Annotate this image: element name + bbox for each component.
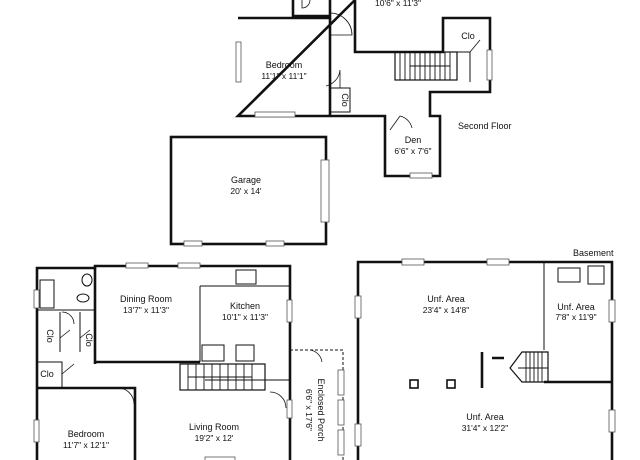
bedroom-1f-dim: 11'7" x 12'1" (63, 440, 109, 450)
clo-door-swing (325, 69, 341, 88)
porch-window-c (337, 429, 345, 456)
toilet (81, 273, 93, 287)
dining-name: Dining Room (120, 294, 172, 304)
basement-window-f (608, 409, 616, 433)
porch-name: Enclosed Porch (316, 378, 326, 441)
basement-stairs (509, 351, 549, 383)
top-left-wall (291, 0, 330, 18)
bedroom-window-west (235, 41, 242, 83)
clo-1f-b-label: Clo (84, 333, 94, 347)
bedroom-1f-door (117, 387, 135, 405)
clo-2f-b-label: Clo (340, 93, 350, 107)
closet-window (486, 49, 493, 81)
clo-1f-a-label: Clo (45, 329, 55, 343)
den-door-swing (389, 115, 413, 131)
basement-partition (480, 352, 504, 388)
bath-window (33, 289, 40, 309)
kitchen-dim: 10'1" x 11'3" (222, 312, 268, 322)
den-window (409, 172, 433, 179)
bathtub (39, 279, 55, 309)
closet-door-swing (469, 39, 481, 53)
dining-dim: 13'7" x 11'3" (123, 305, 169, 315)
living-name: Living Room (189, 422, 239, 432)
clo-2f-a-label: Clo (461, 31, 475, 41)
unf3-name: Unf. Area (466, 412, 504, 422)
kitchen-window (286, 299, 293, 323)
second-floor-walls (234, 0, 492, 178)
garage-door (320, 159, 330, 223)
unf3-dim: 31'4" x 12'2" (462, 423, 509, 433)
bedroom-window-south (254, 111, 296, 118)
garage-window-b (265, 240, 285, 247)
column-b (446, 379, 456, 389)
living-door (269, 391, 287, 409)
dining-window (125, 262, 149, 269)
unf1-dim: 23'4" x 14'8" (423, 305, 470, 315)
clo-ab-walls (59, 312, 81, 352)
kitchen-name: Kitchen (230, 301, 260, 311)
porch-dim: 6'6" x 17'6" (304, 389, 314, 431)
den-name: Den (405, 135, 422, 145)
column-a (409, 379, 419, 389)
first-floor: Dining Room 13'7" x 11'3" Kitchen 10'1" … (33, 262, 345, 460)
second-floor: Bedroom 11'1" x 11'1" 10'6" x 11'3" Clo … (234, 0, 512, 179)
basement-walls (356, 260, 614, 460)
basement: Basement Unf. Area 23'4" x 14'8" Unf. Ar… (354, 248, 616, 460)
garage-dim: 20' x 14' (230, 186, 262, 196)
bedroom-1f-walls (37, 386, 137, 460)
living-window (286, 399, 293, 419)
first-floor-stairs (179, 363, 266, 391)
basement-window-b (486, 258, 510, 266)
basement-window-c (354, 295, 362, 319)
kitchen-sink (235, 269, 257, 285)
garage-name: Garage (231, 175, 261, 185)
porch-window-b (337, 399, 345, 426)
dining-window-b (177, 262, 201, 269)
sink (76, 293, 90, 303)
basement-window-e (608, 299, 616, 323)
unf1-name: Unf. Area (427, 294, 465, 304)
bedroom-1f-window (33, 419, 40, 443)
utility-sink (557, 267, 581, 283)
porch-door (309, 349, 323, 363)
bedroom-2f-name: Bedroom (266, 60, 303, 70)
basement-window-a (401, 258, 425, 266)
basement-window-d (354, 423, 362, 447)
living-dim: 19'2" x 12' (195, 433, 234, 443)
garage-window-a (183, 240, 203, 247)
unf2-dim: 7'8" x 11'9" (555, 312, 596, 322)
second-floor-stairs (394, 51, 458, 81)
bath-door-swing (61, 311, 75, 325)
bedroom-2f-dim: 11'1" x 11'1" (261, 71, 306, 81)
top-door-swing (301, 0, 311, 9)
kitchen-counter (201, 344, 225, 362)
second-floor-label: Second Floor (458, 121, 512, 131)
bedroom-1f-name: Bedroom (68, 429, 105, 439)
bedroom-door-swing (329, 12, 353, 36)
clo-doors (59, 329, 91, 339)
den-dim: 6'6" x 7'6" (394, 146, 431, 156)
clo-c-door (61, 363, 75, 375)
clo-c-walls (37, 361, 63, 388)
basement-label: Basement (573, 248, 614, 258)
porch-window-a (337, 369, 345, 396)
utility-box (587, 265, 605, 285)
clo-1f-c-label: Clo (40, 369, 54, 379)
stove (235, 344, 255, 362)
garage: Garage 20' x 14' (169, 135, 330, 247)
unf2-name: Unf. Area (557, 302, 595, 312)
room-top-dim: 10'6" x 11'3" (375, 0, 421, 8)
